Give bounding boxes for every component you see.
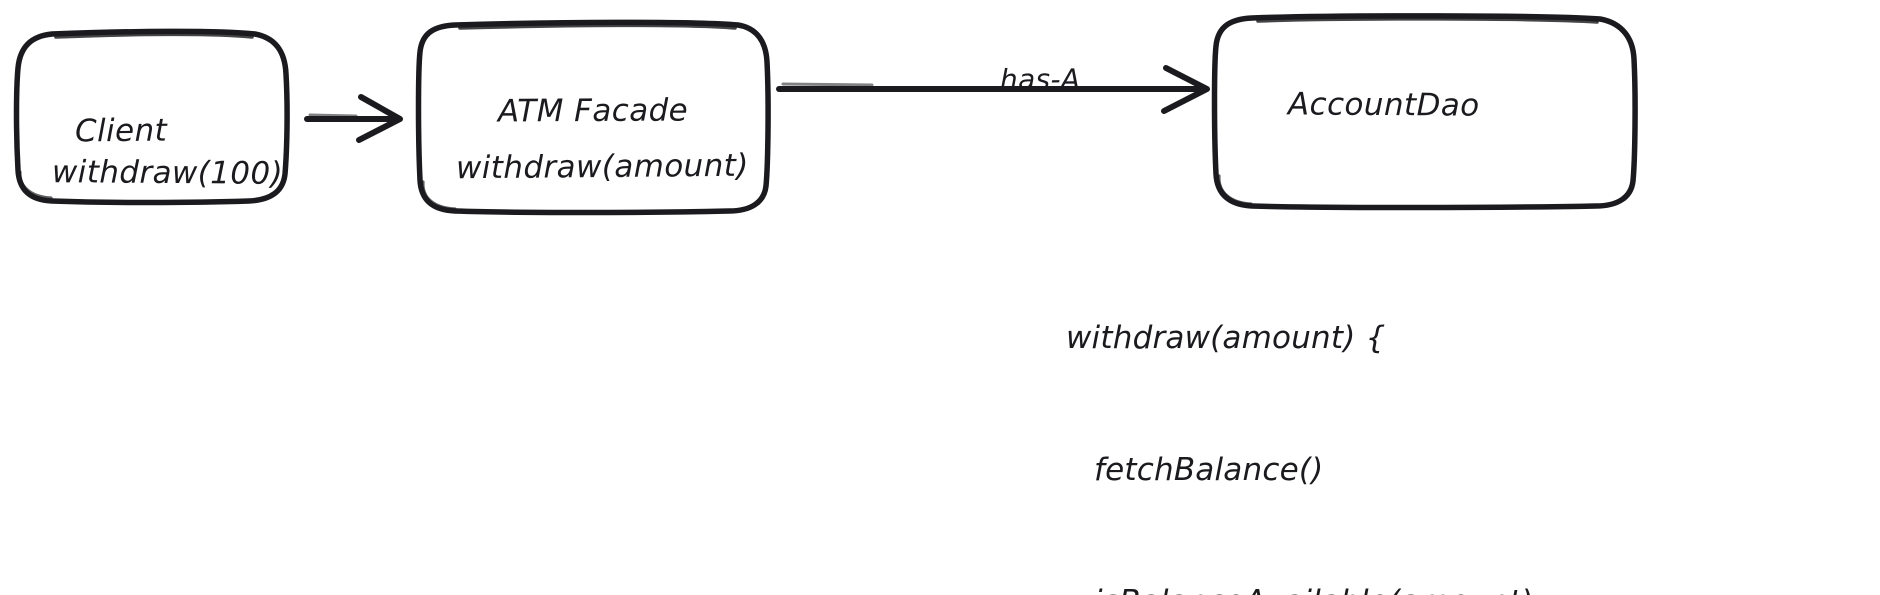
node-title-client: Client xyxy=(74,112,168,150)
edge-label-has-a: has-A xyxy=(999,62,1081,97)
node-subtitle-client: withdraw(100) xyxy=(51,154,284,192)
edge-arrow-facade-to-dao xyxy=(776,65,1210,114)
code-line: withdraw(amount) { xyxy=(1066,320,1386,356)
edge-arrow-client-to-facade xyxy=(304,94,403,143)
code-line: fetchBalance() xyxy=(1094,452,1324,488)
code-line: isBalanceAvailable(amount) xyxy=(1066,580,1534,595)
code-block-withdraw: withdraw(amount) { fetchBalance() isBala… xyxy=(1066,228,1534,595)
node-title-account-dao: AccountDao xyxy=(1287,86,1480,124)
node-subtitle-atm-facade: withdraw(amount) xyxy=(455,147,749,187)
node-title-atm-facade: ATM Facade xyxy=(497,92,689,130)
